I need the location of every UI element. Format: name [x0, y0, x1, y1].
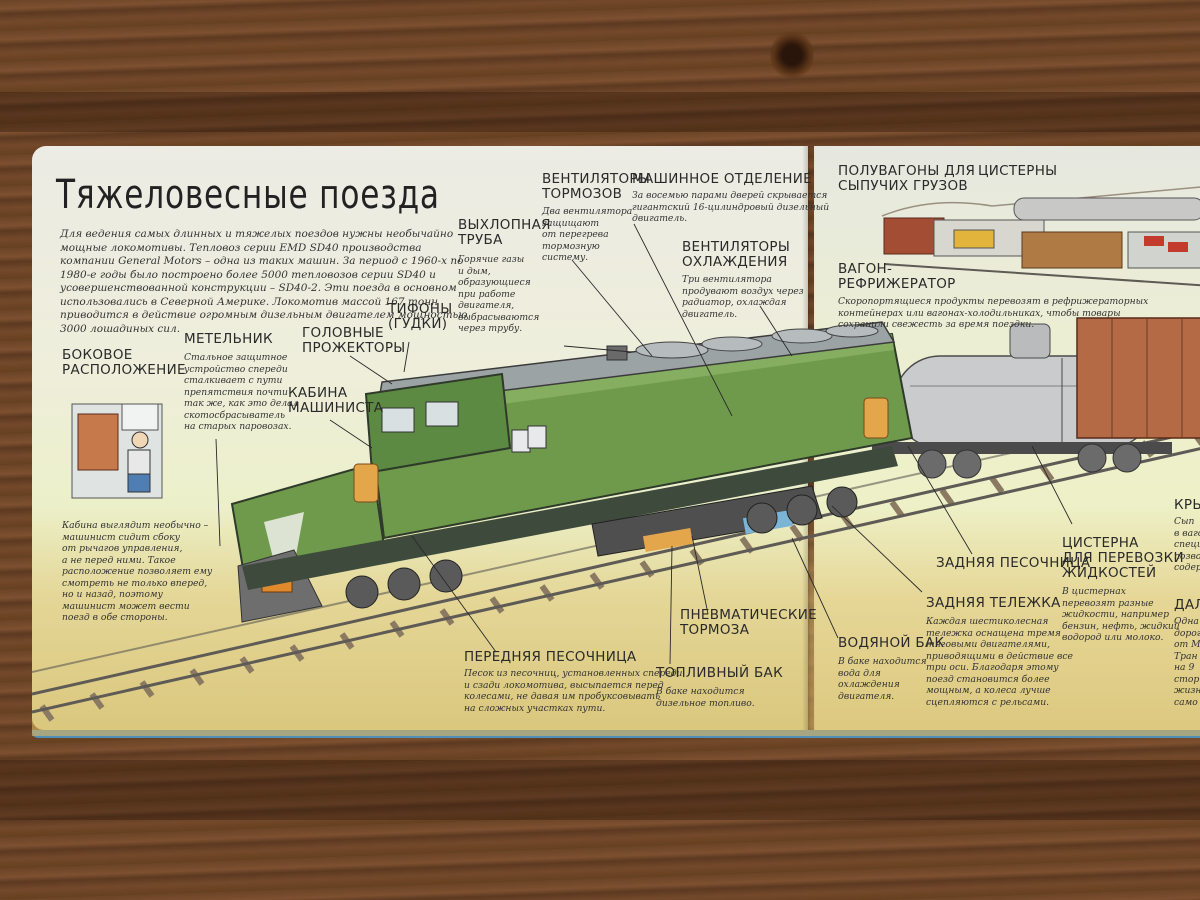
label-rear-sander-title: Задняя песочница [936, 555, 1091, 571]
label-rear-truck-title: Задняя тележка [926, 595, 1061, 611]
label-pilot-title: Метельник [184, 331, 273, 347]
train-illustration [32, 186, 1200, 722]
label-reefer-title: Вагон- рефрижератор [838, 261, 956, 292]
label-engine-room-desc: За восемью парами дверей скрывается гига… [632, 190, 830, 224]
label-liquid-tank-desc: В цистернах перевозят разные жидкости, н… [1062, 586, 1180, 643]
distant-freight-train [881, 186, 1200, 287]
label-engine-room-title: Машинное отделение [632, 171, 812, 187]
label-cooling-fans-desc: Три вентилятора продувают воздух через р… [682, 274, 804, 320]
label-fuel-tank-title: Топливный бак [656, 665, 783, 681]
label-headlights-title: Головные прожекторы [302, 325, 406, 356]
label-reefer-desc: Скоропортящиеся продукты перевозят в реф… [838, 296, 1149, 330]
label-brake-fans-desc: Два вентилятора защищают от перегрева то… [542, 206, 633, 263]
sd40-locomotive [230, 321, 914, 623]
label-exhaust-desc: Горячие газы и дым, образующиеся при раб… [458, 254, 540, 334]
open-book: Тяжеловесные поезда Для ведения самых дл… [32, 146, 1200, 738]
label-exhaust-title: Выхлопная труба [458, 217, 551, 248]
label-edge-desc-2: Одна дорог от М Тран на 9 стор жизн само [1174, 616, 1200, 708]
page-title: Тяжеловесные поезда [56, 172, 440, 218]
boxcar [1076, 317, 1200, 439]
wood-grain [0, 760, 1200, 820]
label-edge-title-1: Кры [1174, 497, 1200, 513]
label-front-sander-title: Передняя песочница [464, 649, 637, 665]
label-pilot-desc: Стальное защитное устройство спереди ста… [184, 352, 299, 432]
label-side-title: Боковое расположение [62, 347, 186, 378]
label-fuel-tank-desc: В баке находится дизельное топливо. [656, 686, 755, 709]
label-rear-truck-desc: Каждая шестиколесная тележка оснащена тр… [926, 616, 1073, 708]
wood-knot [770, 30, 814, 80]
label-tanks-title: Цистерны [978, 163, 1058, 179]
label-liquid-tank-title: Цистерна для перевозки жидкостей [1062, 535, 1184, 581]
label-air-brakes-title: Пневматические тормоза [680, 607, 817, 638]
label-edge-title-2: Дал [1174, 597, 1200, 613]
intro-paragraph: Для ведения самых длинных и тяжелых поез… [60, 228, 468, 335]
label-edge-desc-1: Сып в ваго специ позво содер [1174, 516, 1200, 573]
label-water-tank-title: Водяной бак [838, 635, 945, 651]
label-bulk-cars-title: Полувагоны для сыпучих грузов [838, 163, 976, 194]
label-cab-title: Кабина машиниста [288, 385, 384, 416]
label-side-desc: Кабина выглядит необычно – машинист сиди… [62, 520, 213, 623]
cab-interior-inset [71, 403, 163, 499]
leader-lines [215, 223, 1073, 665]
label-water-tank-desc: В баке находится вода для охлаждения дви… [838, 656, 927, 702]
label-front-sander-desc: Песок из песочниц, установленных спереди… [464, 668, 683, 714]
label-brake-fans-title: Вентиляторы тормозов [542, 171, 651, 202]
wood-grain [0, 92, 1200, 132]
label-horns-title: Тифоны (гудки) [388, 301, 453, 332]
label-cooling-fans-title: Вентиляторы охлаждения [682, 239, 791, 270]
